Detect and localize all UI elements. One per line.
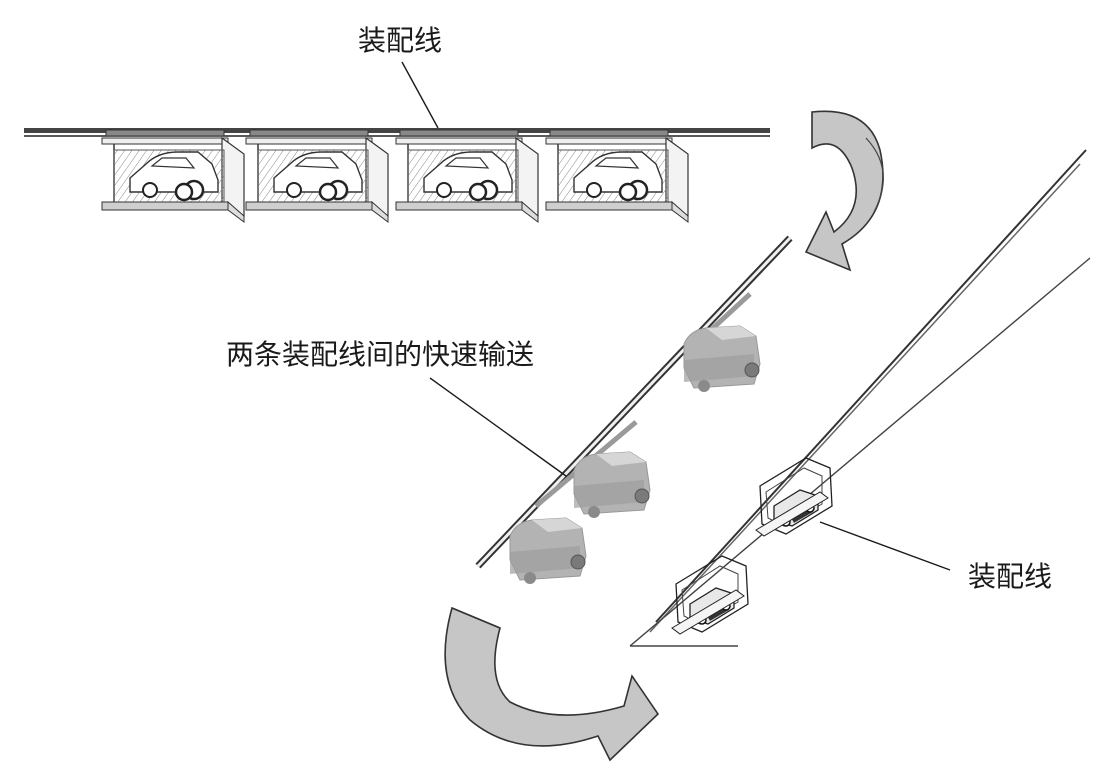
right-line-leader	[819, 521, 951, 571]
transfer-car	[573, 451, 651, 519]
top-assembly-line	[24, 128, 770, 224]
right-assembly-line	[629, 149, 1091, 647]
right-line-label: 装配线	[968, 560, 1052, 593]
transfer-car	[683, 325, 761, 393]
car-carrier	[544, 128, 690, 224]
top-line-label: 装配线	[358, 24, 442, 57]
car-carrier	[244, 128, 390, 224]
top-rail	[24, 128, 770, 133]
transfer-arrow-bottom	[444, 606, 660, 762]
car-carrier	[394, 128, 540, 224]
transfer-arrow-top	[804, 110, 884, 272]
fast-transfer-label: 两条装配线间的快速输送	[226, 338, 534, 371]
top-line-leader	[401, 61, 439, 129]
transfer-car	[509, 517, 587, 585]
fast-transfer-conveyor	[475, 235, 793, 585]
car-carrier	[100, 128, 246, 224]
fast-transfer-leader	[429, 377, 567, 477]
